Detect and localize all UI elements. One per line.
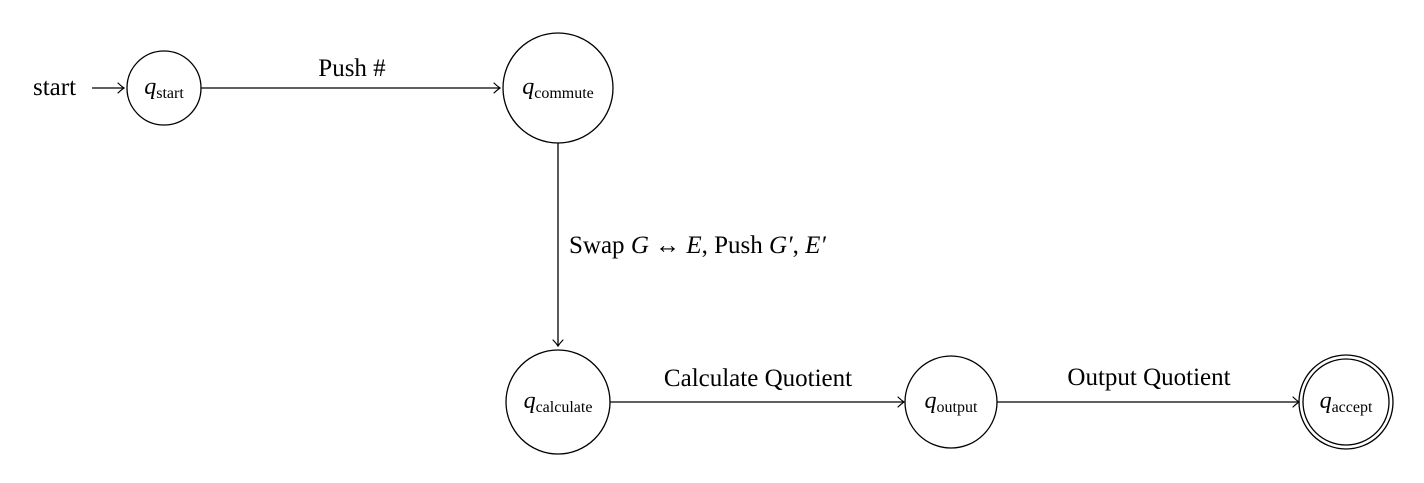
label-comma: , (793, 232, 806, 259)
state-accept: qaccept (1298, 354, 1394, 450)
label-e-prime: E′ (804, 232, 826, 259)
state-output-sub: output (937, 399, 978, 416)
state-accept-outer-circle (1298, 354, 1394, 450)
state-output-label: qoutput (925, 388, 978, 416)
label-arrow: ↔ (649, 232, 687, 259)
label-g-prime: G′ (769, 232, 793, 259)
state-accept-sub: accept (1332, 399, 1373, 416)
label-swap: Swap (569, 232, 631, 259)
state-commute: qcommute (502, 32, 614, 144)
state-start: qstart (126, 50, 202, 126)
edge-commute-calculate-arrowhead (552, 339, 564, 348)
state-commute-label: qcommute (522, 74, 594, 102)
edge-start-commute-label: Push # (318, 55, 386, 82)
edge-output-accept-label: Output Quotient (1067, 364, 1230, 391)
label-g: G (631, 232, 649, 259)
state-start-q: q (144, 74, 156, 100)
state-calculate-sub: calculate (536, 399, 593, 416)
label-e: E (685, 232, 701, 259)
state-output-q: q (925, 388, 937, 414)
label-comma-push: , Push (702, 232, 769, 259)
state-calculate: qcalculate (505, 349, 611, 455)
start-label: start (33, 74, 76, 101)
state-accept-q: q (1320, 388, 1332, 414)
state-accept-label: qaccept (1320, 388, 1373, 416)
state-accept-inner-circle (1302, 358, 1390, 446)
state-calculate-q: q (524, 388, 536, 414)
edge-start-commute-arrowhead (493, 82, 502, 94)
state-commute-sub: commute (534, 85, 594, 102)
edge-calculate-output-label: Calculate Quotient (664, 365, 852, 392)
state-start-sub: start (156, 85, 184, 102)
state-start-label: qstart (144, 74, 184, 102)
state-output: qoutput (904, 355, 998, 449)
edge-commute-calculate-label: Swap G ↔ E, Push G′, E′ (569, 232, 826, 259)
initial-arrowhead (117, 82, 126, 94)
state-commute-q: q (522, 74, 534, 100)
edge-calculate-output-arrowhead (897, 396, 906, 408)
state-calculate-label: qcalculate (524, 388, 593, 416)
